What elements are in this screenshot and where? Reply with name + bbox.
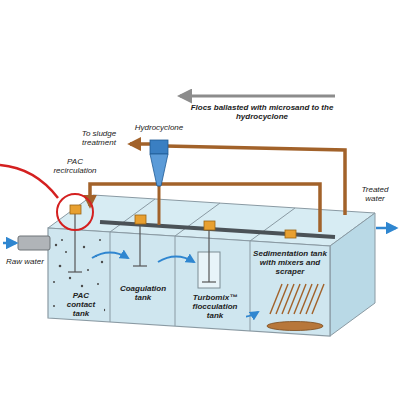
mixer-shafts: [68, 214, 216, 282]
hydrocyclone: [150, 140, 168, 154]
inlet-pipe: [18, 236, 50, 250]
inlet-arrow: [3, 242, 16, 245]
pipe-label: PAC recirculation: [48, 158, 102, 176]
outlet-arrow: [376, 227, 396, 230]
tank-label: PAC contact tank: [58, 292, 104, 318]
pac-recirculation-pipe: [90, 184, 320, 232]
sludge-pipe: [130, 142, 152, 146]
flow-label: Flocs ballasted with microsand to the hy…: [186, 104, 338, 122]
tank-label: Sedimentation tank with mixers and scrap…: [252, 250, 328, 276]
scraper: [267, 322, 323, 331]
floc-arrow: [180, 95, 335, 98]
tank-front: [48, 228, 330, 336]
destination-label: To sludge treatment: [76, 130, 122, 148]
tank-side: [330, 213, 375, 336]
hydrocyclone-cone: [150, 154, 168, 186]
outlet-label: Treated water: [354, 186, 396, 204]
mixer-motors: [70, 205, 296, 238]
underflow-pipe: [158, 185, 161, 225]
highlight-circle: [57, 194, 93, 230]
floc-pipe: [165, 146, 345, 215]
inlet-label: Raw water: [4, 258, 46, 267]
equipment-label: Hydrocyclone: [129, 124, 189, 133]
tank-label: Coagulation tank: [116, 285, 170, 303]
lamella-plates: [270, 284, 324, 314]
tank-label: Turbomix™ flocculation tank: [184, 294, 246, 320]
